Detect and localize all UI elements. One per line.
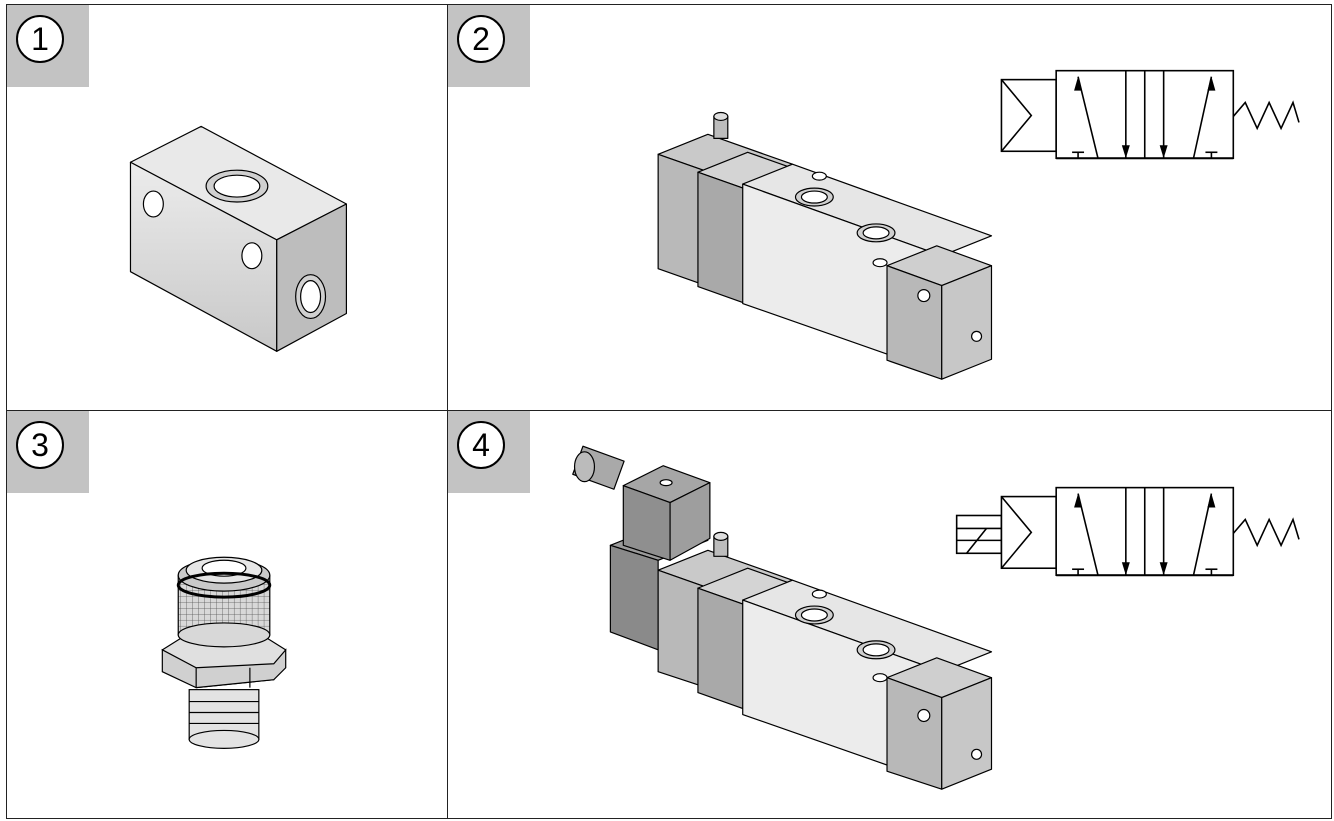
panel-4-number: 4 [457,421,505,469]
panel-2-number: 2 [457,15,505,63]
panel-3: 3 [6,410,448,819]
panel-4-tag: 4 [448,411,530,493]
solenoid-valve-drawing [572,445,1300,790]
panel-1: 1 [6,4,448,411]
panel-4: 4 [447,410,1332,819]
silencer-drawing [161,556,287,749]
panel-1-tag: 1 [7,5,89,87]
valve-drawing [657,69,1300,380]
panel-2-tag: 2 [448,5,530,87]
panel-3-number: 3 [16,421,64,469]
panel-3-tag: 3 [7,411,89,493]
panel-1-number: 1 [16,15,64,63]
manifold-block-drawing [129,125,348,352]
panel-2: 2 [447,4,1332,411]
